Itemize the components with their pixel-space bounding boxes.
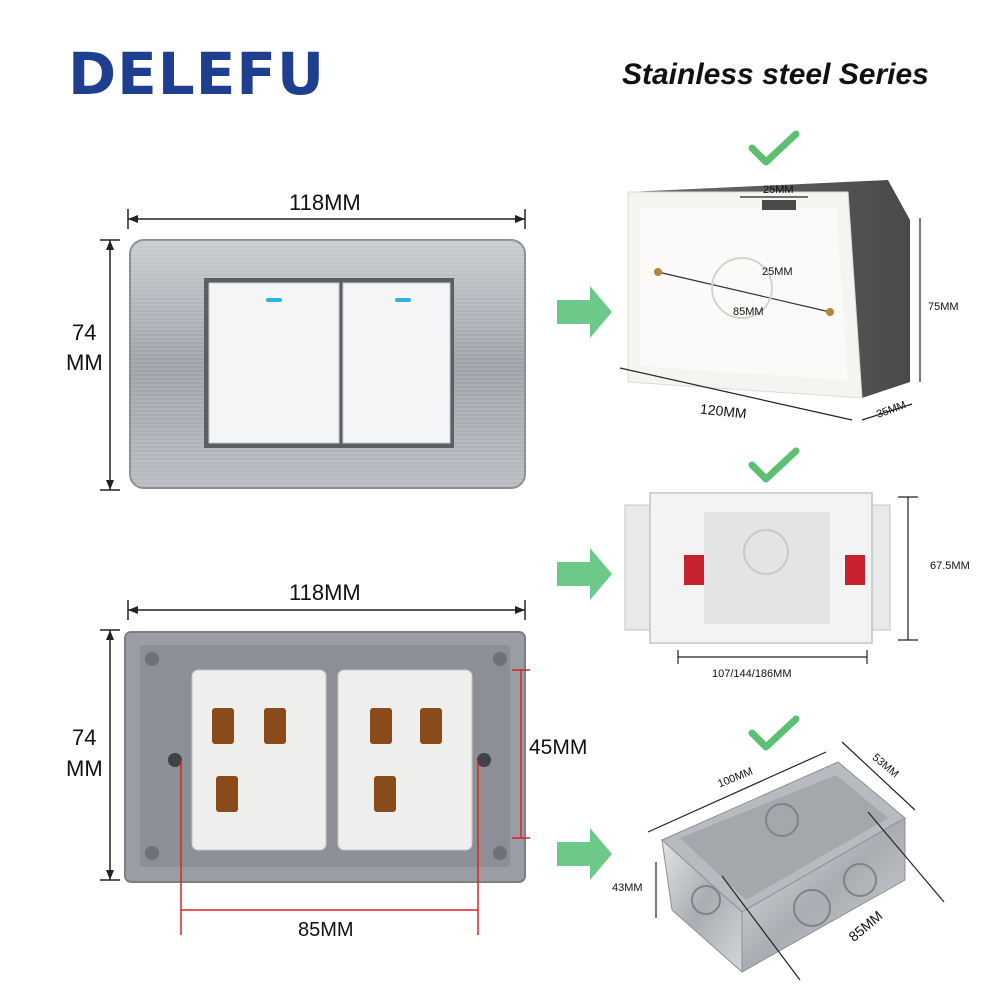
right-arrow-icon [557,828,612,880]
check-mark-icon [748,447,800,483]
gray-box-slot-top-label: 25MM [763,184,794,196]
dim-line-back-width [127,600,526,620]
back-vertical-spacing-label: 45MM [529,736,588,759]
metal-box-height-label: 43MM [612,882,643,894]
front-height-number: 74 [72,320,97,345]
series-title: Stainless steel Series [622,58,929,91]
front-width-label: 118MM [289,190,361,215]
back-height-number: 74 [72,725,97,750]
dim-lines-white-box [677,496,918,664]
check-mark-icon [748,715,800,751]
brand-logo: DELEFU [68,40,326,108]
switch-plate-back [124,631,526,883]
white-box-height-label: 67.5MM [930,560,970,572]
plastic-box-gray [627,180,910,399]
dim-line-front-height [100,239,120,491]
white-box-widths-label: 107/144/186MM [712,668,792,680]
dim-lines-gray-box [619,196,921,421]
metal-box [661,761,906,974]
right-arrow-icon [557,286,612,338]
dim-lines-metal-box [647,741,945,981]
front-height-unit: MM [66,350,103,375]
dim-line-front-width [127,209,526,229]
dim-line-back-85 [180,760,479,935]
back-hole-spacing-label: 85MM [298,919,354,941]
back-height-unit: MM [66,756,103,781]
back-width-label: 118MM [289,580,361,605]
dim-line-back-45 [512,669,530,839]
right-arrow-icon [557,548,612,600]
gray-box-slot-inner-label: 25MM [762,266,793,278]
plastic-box-white [624,492,891,644]
dim-line-back-height [100,629,120,881]
gray-box-hole-spacing-label: 85MM [733,306,764,318]
check-mark-icon [748,130,800,166]
switch-plate-front [129,239,526,489]
gray-box-height-label: 75MM [928,301,959,313]
